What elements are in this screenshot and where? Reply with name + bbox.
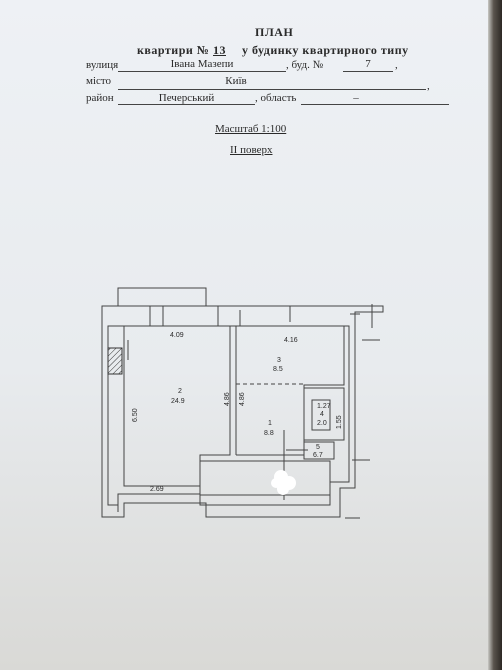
room-2-area: 24.9 xyxy=(171,398,185,405)
room-2-number: 2 xyxy=(178,388,182,395)
building-type: у будинку квартирного типу xyxy=(242,43,409,57)
room-4-walls xyxy=(304,387,345,441)
scale-label: Масштаб 1:100 xyxy=(215,123,287,135)
room-4-number: 4 xyxy=(320,411,324,418)
apartment-label: квартири № xyxy=(137,43,210,57)
hatched-column xyxy=(107,347,123,375)
dim-left-height: 6.50 xyxy=(132,408,139,422)
dim-bottom-left: 2.69 xyxy=(150,486,164,493)
region-label: , область xyxy=(255,92,297,104)
room-2-walls xyxy=(123,326,231,487)
city-value: Київ xyxy=(225,75,247,87)
floor-plan: 4.09 4.16 6.50 4.86 4.86 2.69 1.27 1.55 … xyxy=(101,287,384,519)
street-label: вулиця xyxy=(86,59,119,71)
room-1-number: 1 xyxy=(268,420,272,427)
corridor xyxy=(199,460,331,496)
room-5-area: 6.7 xyxy=(313,452,323,459)
district-value: Печерський xyxy=(158,92,215,104)
region-line xyxy=(301,104,449,105)
balcony xyxy=(117,287,207,306)
partition xyxy=(229,326,237,455)
room-3-1-walls xyxy=(236,325,345,456)
region-value: – xyxy=(353,92,359,104)
construction-lines xyxy=(117,304,380,519)
plan-title: ПЛАН xyxy=(255,25,294,39)
building-line xyxy=(343,71,393,72)
white-blot xyxy=(271,470,296,495)
district-line xyxy=(118,104,255,105)
street-value: Івана Мазепи xyxy=(170,58,234,70)
building-label: , буд. № xyxy=(286,59,324,71)
comma: , xyxy=(395,59,398,71)
street-line xyxy=(118,71,286,72)
room-4-box xyxy=(311,399,331,431)
room-1-area: 8.8 xyxy=(264,430,274,437)
room-3-area: 8.5 xyxy=(273,366,283,373)
dim-mid-b: 4.86 xyxy=(239,392,246,406)
dim-small-width: 1.27 xyxy=(317,403,331,410)
dim-top-left: 4.09 xyxy=(170,332,184,339)
room-5-number: 5 xyxy=(316,444,320,451)
dim-small-height: 1.55 xyxy=(336,415,343,429)
city-line xyxy=(118,89,426,90)
comma: , xyxy=(427,80,430,92)
dim-mid-a: 4.86 xyxy=(224,392,231,406)
district-label: район xyxy=(86,92,114,104)
room-3-number: 3 xyxy=(277,357,281,364)
room-4-area: 2.0 xyxy=(317,420,327,427)
inner-wall xyxy=(107,325,350,506)
table-background xyxy=(488,0,502,670)
outer-wall xyxy=(101,305,384,518)
floor-label: II поверх xyxy=(230,144,273,156)
dim-top-right: 4.16 xyxy=(284,337,298,344)
apartment-number: 13 xyxy=(213,43,226,57)
city-label: місто xyxy=(86,75,112,87)
building-number: 7 xyxy=(365,58,371,70)
document-sheet xyxy=(0,0,490,670)
